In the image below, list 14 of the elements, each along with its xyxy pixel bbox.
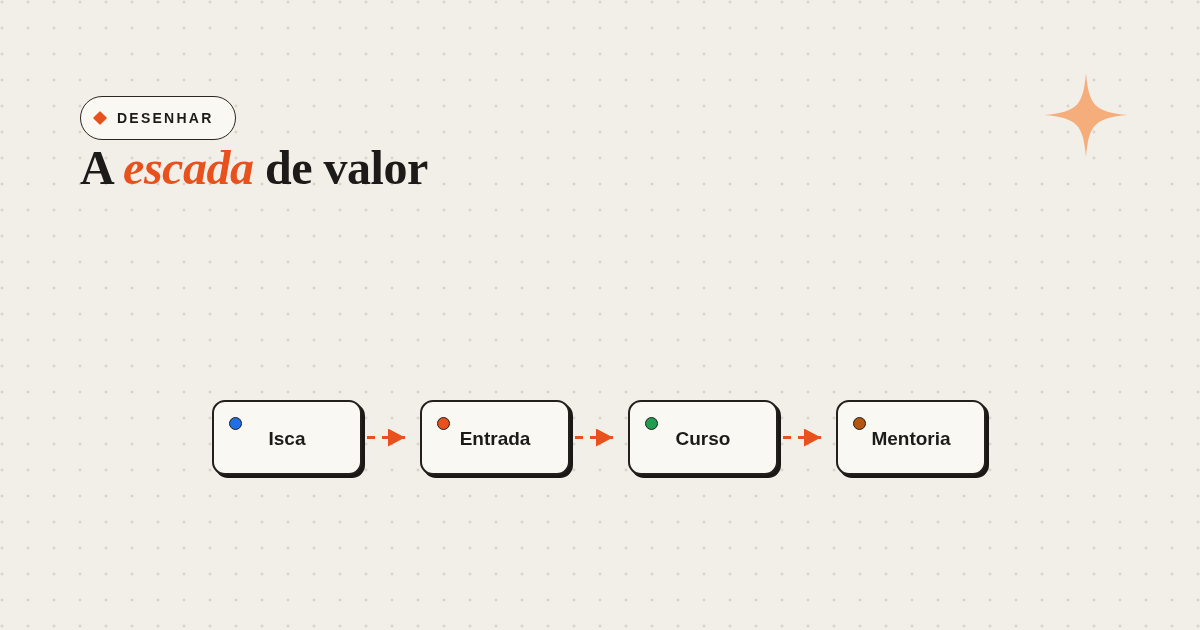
step-card xyxy=(420,400,570,475)
step-card xyxy=(628,400,778,475)
step-label: Isca xyxy=(268,427,306,451)
title: A escada de valor xyxy=(80,144,428,192)
step-label: Curso xyxy=(675,427,731,451)
tag-pill xyxy=(80,96,236,140)
dashed-arrow xyxy=(575,428,613,447)
dashed-arrow xyxy=(783,428,821,447)
step-card xyxy=(212,400,362,475)
step-label: Entrada xyxy=(459,427,531,451)
tag-label: DESENHAR xyxy=(117,111,214,125)
step-card xyxy=(836,400,986,475)
step-label: Mentoria xyxy=(871,427,951,451)
dashed-arrow xyxy=(367,428,405,447)
